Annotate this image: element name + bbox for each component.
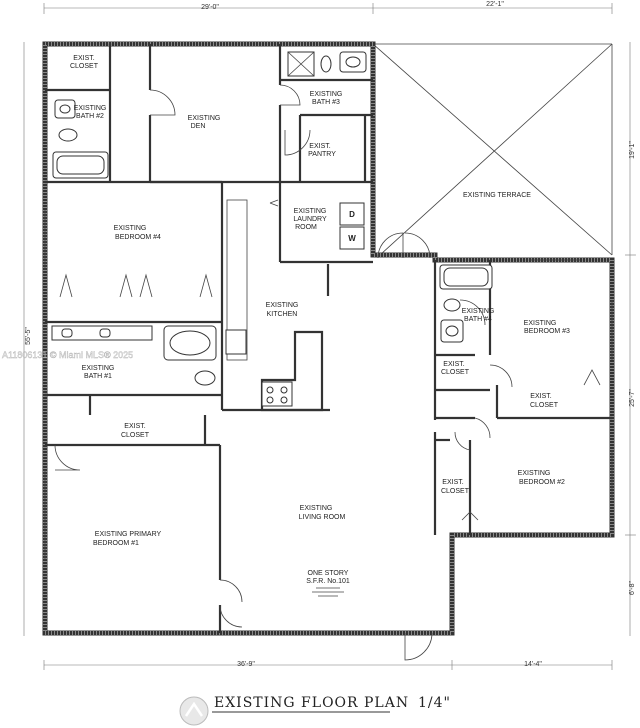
label-bath4-1: EXISTING [462,308,495,315]
label-den-2: DEN [191,123,206,130]
label-bath3-2: BATH #3 [312,99,340,106]
plan-title: EXISTING FLOOR PLAN [214,695,409,711]
note-fineprint [312,587,344,597]
label-bedroom4-2: BEDROOM #4 [115,234,161,241]
label-pantry-1: EXIST. [309,143,330,150]
label-bedroom3-2: BEDROOM #3 [524,328,570,335]
label-bath1-2: BATH #1 [84,373,112,380]
label-closet-mid-2: CLOSET [121,432,150,439]
dim-top-right: 22'-1" [486,1,504,8]
toilet-bath4 [443,298,461,312]
mls-logo-icon [179,696,209,726]
label-primary-2: BEDROOM #1 [93,540,139,547]
label-pantry-2: PANTRY [308,151,336,158]
watermark: A11806131 © Miami MLS® 2025 [2,350,133,360]
dim-bottom-left: 36'-9" [237,661,255,668]
dimension-lines [23,3,636,670]
toilet-bath2 [58,128,78,142]
label-closet-top-left-2: CLOSET [70,63,99,70]
label-closet-bath4-2: CLOSET [441,369,470,376]
label-bath3-1: EXISTING [310,91,343,98]
toilet-bath3 [320,55,332,73]
doors [54,84,513,661]
label-bedroom2-1: EXISTING [518,470,551,477]
kitchen-sink [225,329,247,355]
label-living-2: LIVING ROOM [299,514,346,521]
label-closet-bath4-1: EXIST. [443,361,464,368]
title-block: EXISTING FLOOR PLAN 1/4" [179,695,451,726]
label-bath1-1: EXISTING [82,365,115,372]
label-den-1: EXISTING [188,115,221,122]
interior-walls [45,44,612,633]
terrace-cross [372,43,613,256]
note-sfr-number: S.F.R. No.101 [306,578,350,585]
label-bedroom2-2: BEDROOM #2 [519,479,565,486]
dim-right-lower: 6'-8" [629,581,636,595]
label-laundry-2: LAUNDRY [293,216,327,223]
label-closet-bed2-2: CLOSET [441,488,470,495]
label-bath4-2: BATH #4 [464,316,492,323]
label-bedroom3-1: EXISTING [524,320,557,327]
plan-scale: 1/4" [418,695,451,711]
dim-top-left: 29'-0" [201,4,219,11]
label-closet-mid-1: EXIST. [124,423,145,430]
dryer [339,202,365,226]
label-terrace: EXISTING TERRACE [463,192,531,199]
note-one-story: ONE STORY [308,570,349,577]
label-closet-bed3-1: EXIST. [530,393,551,400]
label-kitchen-2: KITCHEN [267,311,298,318]
label-living-1: EXISTING [300,505,333,512]
dim-left: 55'-5" [25,327,32,345]
exterior-wall-hatch [43,42,614,635]
stove [261,381,293,407]
label-kitchen-1: EXISTING [266,302,299,309]
washer [339,226,365,250]
label-closet-bed2-1: EXIST. [442,479,463,486]
dim-bottom-right: 14'-4" [524,661,542,668]
fixtures [44,51,613,560]
label-bath2-1: EXISTING [74,105,107,112]
label-closet-bed3-2: CLOSET [530,402,559,409]
label-closet-top-left-1: EXIST. [73,55,94,62]
toilet-bath1 [194,370,216,386]
label-laundry-3: ROOM [295,224,317,231]
label-bath2-2: BATH #2 [76,113,104,120]
label-laundry-1: EXISTING [294,208,327,215]
label-primary-1: EXISTING PRIMARY [95,531,162,538]
room-labels: EXIST. CLOSET EXISTING BATH #2 EXISTING … [70,55,570,547]
dim-right-upper: 19'-1" [629,141,636,159]
label-bedroom4-1: EXISTING [114,225,147,232]
label-washer: W [348,234,356,243]
label-dryer: D [349,210,355,219]
dim-right-middle: 25'-7" [629,389,636,407]
